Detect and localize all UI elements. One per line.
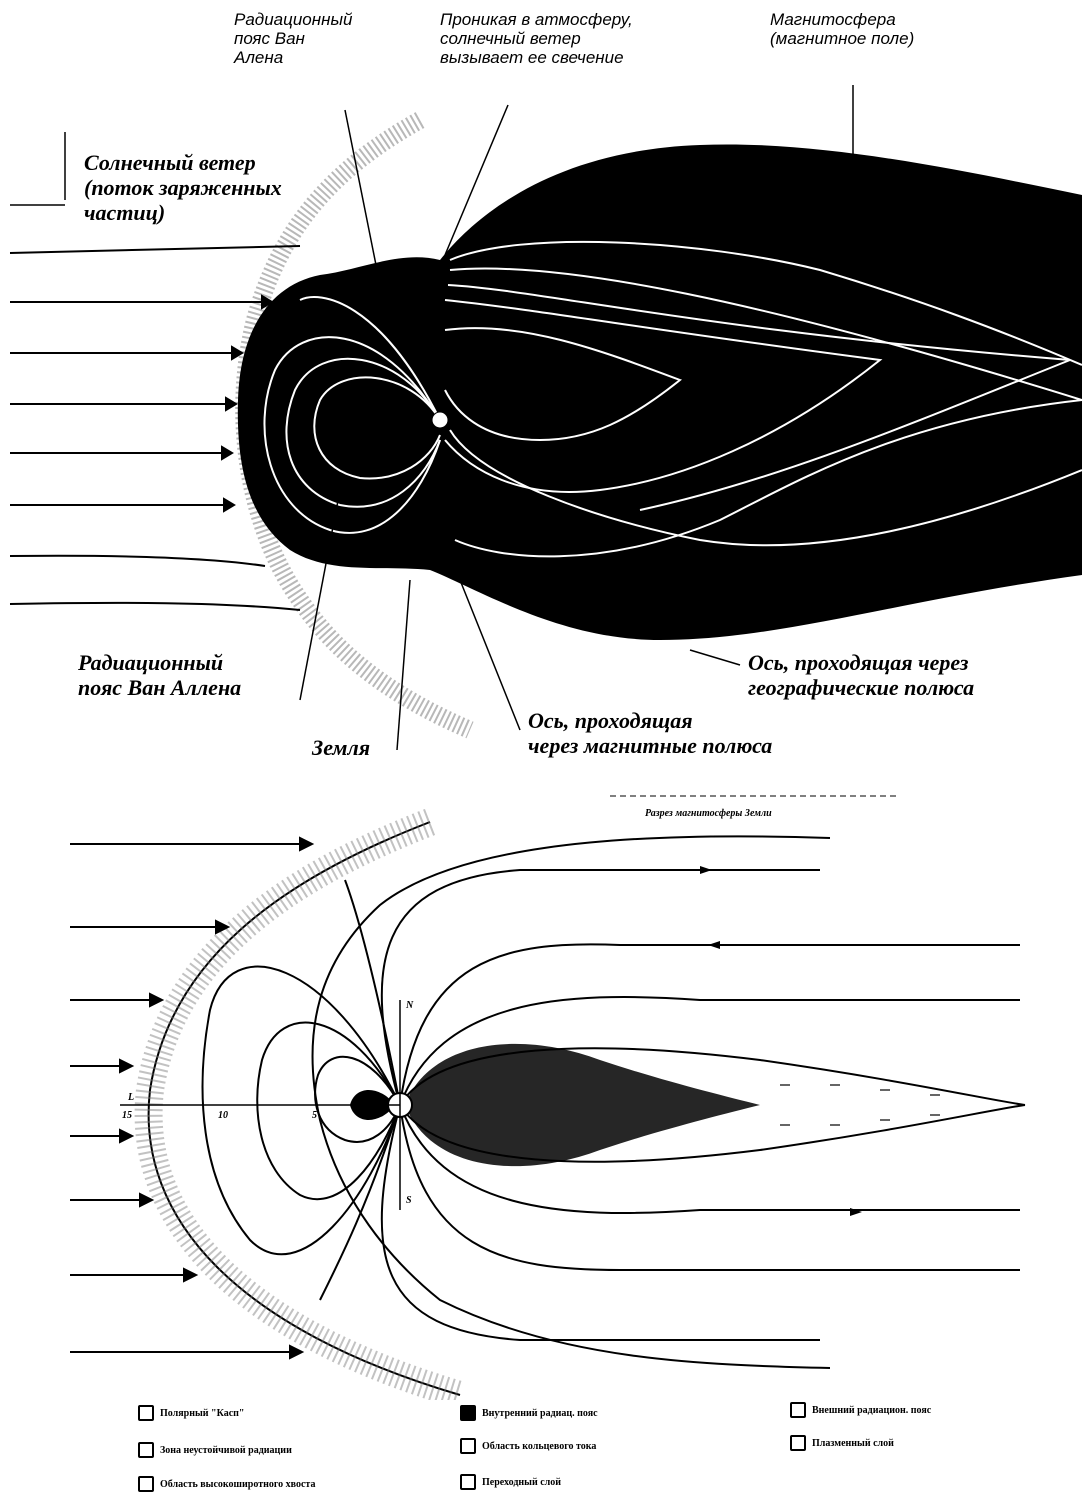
marker-l5: 5 (312, 1110, 317, 1121)
marker-l: L (128, 1092, 134, 1103)
tail-arrow-2 (708, 941, 720, 949)
legend-inner-belt: Внутренний радиац. пояс (460, 1405, 598, 1421)
legend-label: Внутренний радиац. пояс (482, 1408, 598, 1419)
swatch-black-icon (460, 1405, 476, 1421)
legend-high-lat-tail: Область высокоширотного хвоста (138, 1476, 315, 1492)
swatch-empty-icon (138, 1405, 154, 1421)
legend-label: Область высокоширотного хвоста (160, 1479, 315, 1490)
marker-l10: 10 (218, 1110, 228, 1121)
legend-polar-cusp: Полярный "Касп" (138, 1405, 244, 1421)
legend: Полярный "Касп" Внутренний радиац. пояс … (0, 1390, 1082, 1508)
legend-label: Зона неустойчивой радиации (160, 1445, 292, 1456)
lower-figure-caption: Разрез магнитосферы Земли (645, 808, 772, 819)
legend-unstable-zone: Зона неустойчивой радиации (138, 1442, 292, 1458)
swatch-dash-icon (790, 1435, 806, 1451)
inner-belt-tail (405, 1044, 760, 1166)
legend-label: Плазменный слой (812, 1438, 894, 1449)
tail-arrow-1 (700, 866, 712, 874)
lower-magnetosphere-section (0, 0, 1082, 1400)
swatch-ring-icon (460, 1438, 476, 1454)
legend-transition: Переходный слой (460, 1474, 561, 1490)
legend-plasma-sheet: Плазменный слой (790, 1435, 894, 1451)
legend-label: Переходный слой (482, 1477, 561, 1488)
swatch-dots-icon (790, 1402, 806, 1418)
marker-s: S (406, 1195, 412, 1206)
legend-label: Полярный "Касп" (160, 1408, 244, 1419)
legend-ring-current: Область кольцевого тока (460, 1438, 596, 1454)
swatch-empty-icon (138, 1476, 154, 1492)
swatch-empty-icon (460, 1474, 476, 1490)
marker-n: N (406, 1000, 413, 1011)
legend-outer-belt: Внешний радиацион. пояс (790, 1402, 931, 1418)
swatch-empty-icon (138, 1442, 154, 1458)
legend-label: Область кольцевого тока (482, 1441, 596, 1452)
legend-label: Внешний радиацион. пояс (812, 1405, 931, 1416)
marker-l15: 15 (122, 1110, 132, 1121)
